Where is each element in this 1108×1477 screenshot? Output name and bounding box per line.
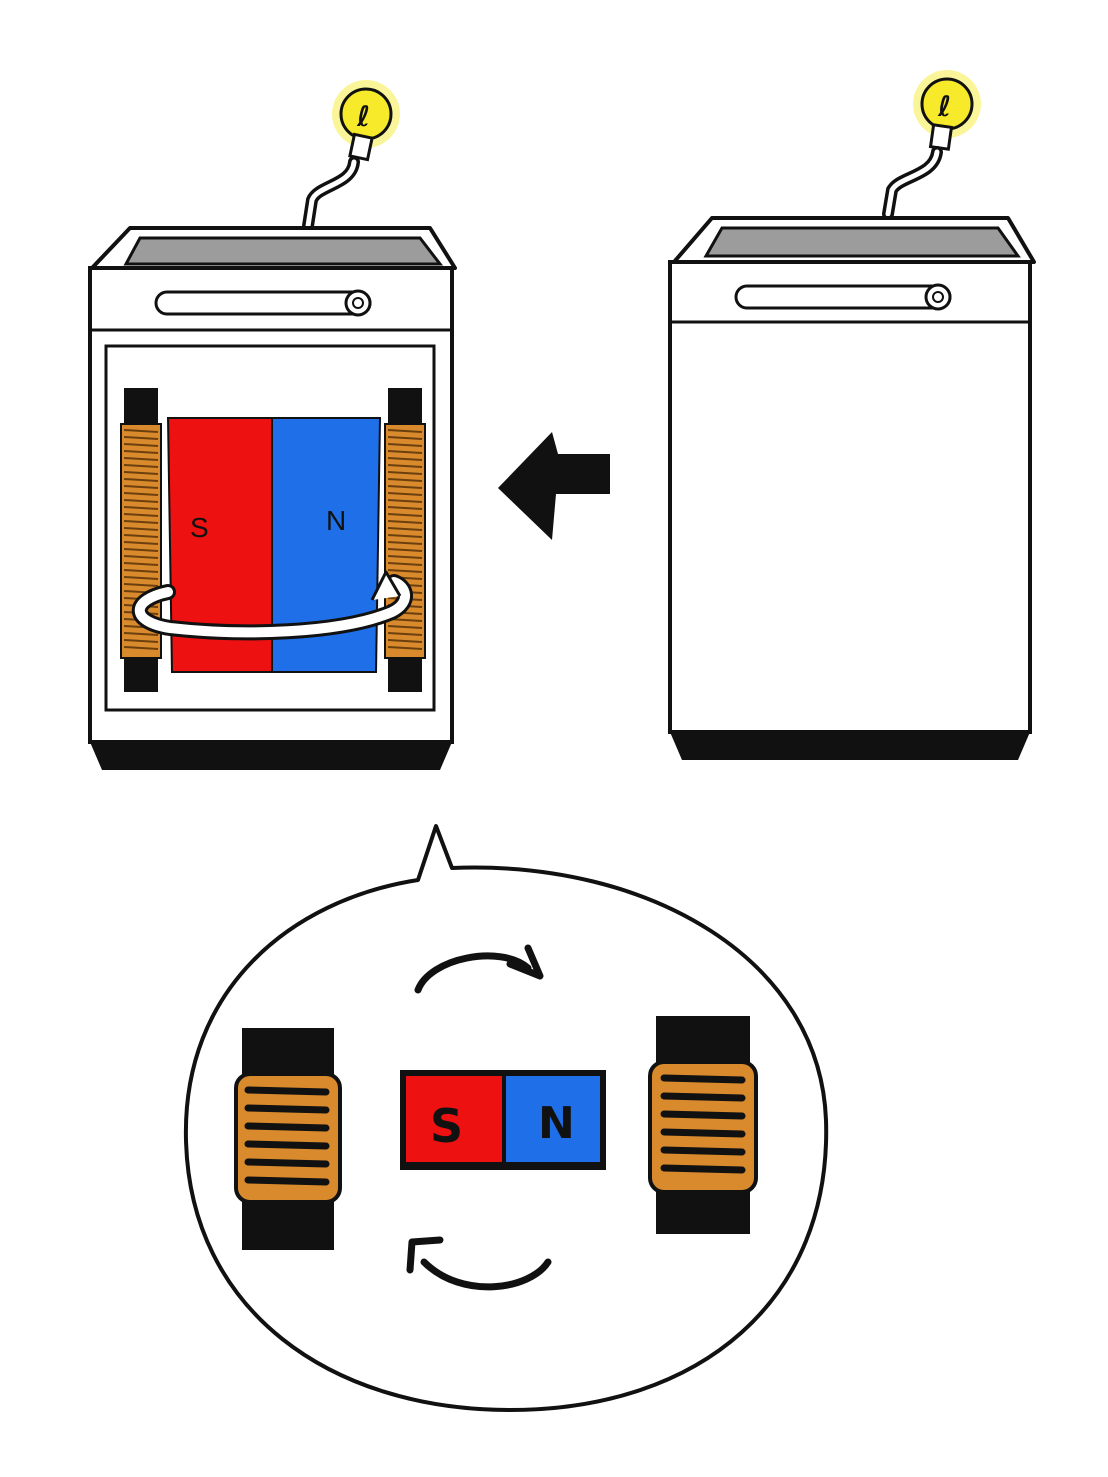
coil-winding (123, 541, 159, 545)
coil-winding (244, 1104, 330, 1114)
coil-winding (387, 625, 423, 629)
coil-winding (387, 513, 423, 517)
coil-winding (123, 429, 159, 433)
coil-winding (387, 485, 423, 489)
coil-winding (387, 464, 423, 468)
coil-winding (660, 1128, 746, 1138)
south-label: S (190, 512, 209, 543)
coil-winding (387, 429, 423, 433)
coil-winding (387, 450, 423, 454)
coil-winding (387, 436, 423, 440)
machine-base (670, 732, 1030, 760)
coil-winding (387, 478, 423, 482)
coil-winding (123, 492, 159, 496)
coil-winding (123, 632, 159, 636)
coil-winding (123, 520, 159, 524)
coil-winding (387, 569, 423, 573)
coil-winding (123, 534, 159, 538)
coil-winding (387, 646, 423, 650)
coil-winding (123, 513, 159, 517)
coil-winding (244, 1086, 330, 1096)
coil-winding (387, 520, 423, 524)
coil-winding (387, 499, 423, 503)
coil-winding (660, 1074, 746, 1084)
control-slot (154, 290, 372, 316)
bulb-glyph: ℓ (937, 90, 951, 123)
north-pole (271, 417, 382, 673)
coil-winding (123, 464, 159, 468)
coil-winding (387, 562, 423, 566)
coil-winding (244, 1140, 330, 1150)
coil-left-small (234, 1028, 342, 1250)
north-label-small: N (538, 1098, 575, 1149)
coil-winding (660, 1092, 746, 1102)
coil-winding (123, 450, 159, 454)
coil-winding (123, 457, 159, 461)
coil-winding (387, 443, 423, 447)
bulb-glyph: ℓ (356, 100, 370, 133)
coil-winding (123, 471, 159, 475)
machine-base (90, 742, 452, 770)
coil-winding (387, 457, 423, 461)
coil-winding (660, 1146, 746, 1156)
washing-machine-closed: ℓ (668, 70, 1036, 760)
magnet-small: S N (400, 1070, 606, 1170)
magnet-large: S N (166, 417, 382, 673)
coil-winding (660, 1164, 746, 1174)
coil-winding (387, 541, 423, 545)
coil-winding (123, 646, 159, 650)
coil-winding (123, 506, 159, 510)
coil-winding (387, 471, 423, 475)
coil-winding (123, 527, 159, 531)
coil-winding (387, 527, 423, 531)
coil-left (120, 388, 162, 692)
north-pole-small (506, 1076, 600, 1162)
coil-winding (387, 534, 423, 538)
coil-winding (387, 506, 423, 510)
coil-winding (123, 576, 159, 580)
coil-winding (123, 562, 159, 566)
light-bulb-icon: ℓ (913, 70, 981, 151)
coil-winding (123, 443, 159, 447)
coil-winding (660, 1110, 746, 1120)
coil-winding (387, 639, 423, 643)
rotation-arrow-icon (131, 570, 413, 641)
washing-machine-open: ℓ (88, 80, 457, 770)
coil-winding (244, 1122, 330, 1132)
coil-right-small (648, 1016, 758, 1234)
light-bulb-icon: ℓ (332, 80, 400, 162)
coil-winding (123, 569, 159, 573)
rotation-arrow-bottom-icon (406, 1236, 552, 1291)
coil-winding (387, 492, 423, 496)
coil-winding (387, 555, 423, 559)
coil-winding (244, 1176, 330, 1186)
left-arrow-icon (498, 432, 610, 540)
zoom-bubble: S N (183, 824, 829, 1412)
coil-winding (123, 583, 159, 587)
coil-winding (123, 478, 159, 482)
machine-body (668, 260, 1032, 734)
coil-winding (244, 1158, 330, 1168)
coil-winding (123, 485, 159, 489)
north-label: N (326, 505, 346, 536)
south-label-small: S (430, 1099, 463, 1153)
coil-winding (387, 548, 423, 552)
coil-winding (123, 499, 159, 503)
coil-winding (123, 436, 159, 440)
coil-right (384, 388, 426, 692)
rotation-arrow-top-icon (414, 944, 544, 994)
coil-winding (387, 632, 423, 636)
coil-winding (123, 555, 159, 559)
south-pole-small (406, 1076, 502, 1162)
control-slot (734, 284, 952, 310)
coil-winding (123, 548, 159, 552)
coil-winding (123, 639, 159, 643)
